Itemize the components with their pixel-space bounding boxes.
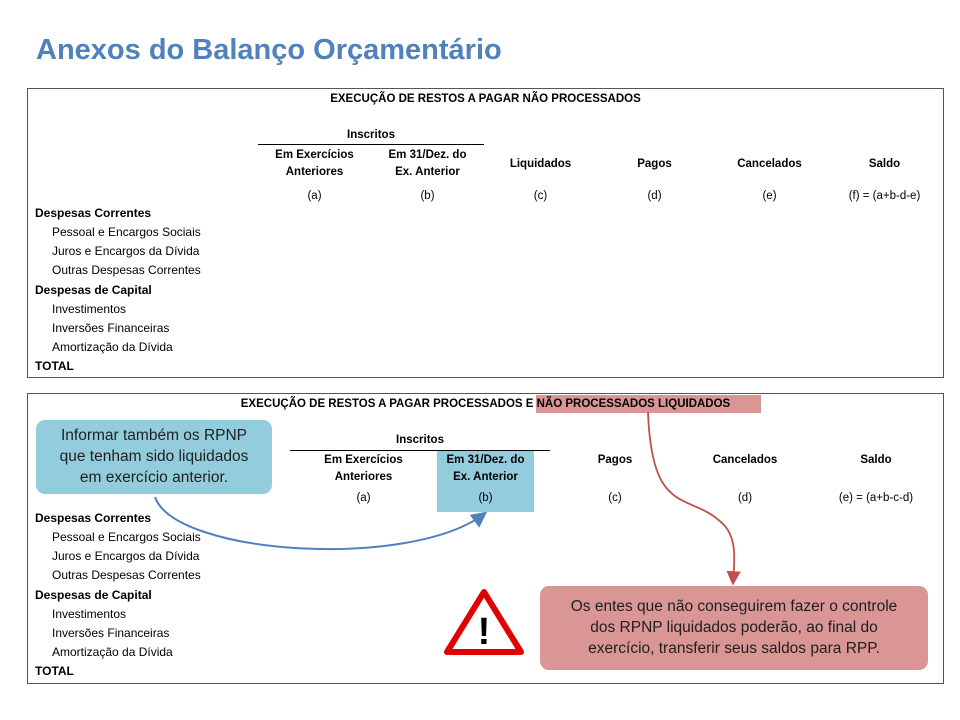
table1-col-d-code: (d): [647, 190, 662, 202]
table2-row: Outras Despesas Correntes: [52, 568, 201, 582]
table1-col-e-code: (e): [762, 190, 777, 202]
table1-row: Inversões Financeiras: [52, 321, 170, 335]
table2-row: Inversões Financeiras: [52, 626, 170, 640]
table2-col-c-code: (c): [608, 492, 622, 504]
table1-row: Pessoal e Encargos Sociais: [52, 225, 201, 239]
table1-row: Investimentos: [52, 302, 127, 316]
table1-row: Despesas Correntes: [35, 206, 152, 220]
table2-group-underline: [290, 450, 550, 451]
table-rp-nao-processados: EXECUÇÃO DE RESTOS A PAGAR NÃO PROCESSAD…: [27, 88, 944, 378]
svg-text:!: !: [478, 611, 491, 653]
table1-row: Amortização da Dívida: [52, 340, 173, 354]
table1-title: EXECUÇÃO DE RESTOS A PAGAR NÃO PROCESSAD…: [330, 93, 641, 105]
page-title: Anexos do Balanço Orçamentário: [36, 34, 502, 66]
table2-title: EXECUÇÃO DE RESTOS A PAGAR PROCESSADOS E…: [240, 398, 731, 410]
warning-icon: !: [444, 589, 524, 655]
table2-col-c-header: Pagos: [597, 454, 633, 466]
table2-col-b-code: (b): [478, 492, 493, 504]
table2-row: Despesas Correntes: [35, 511, 152, 525]
table1-col-c-header: Liquidados: [509, 158, 572, 170]
table2-row: Despesas de Capital: [35, 588, 152, 602]
pink-title-highlight: [536, 395, 761, 413]
table1-col-b-code: (b): [420, 190, 435, 202]
note-pink: Os entes que não conseguirem fazer o con…: [540, 586, 928, 670]
table1-col-a-code: (a): [307, 190, 322, 202]
red-arrow: [647, 411, 741, 586]
table1-col-e-header: Cancelados: [737, 158, 802, 170]
table2-group-header: Inscritos: [396, 434, 444, 446]
table2-col-e-code: (e) = (a+b-c-d): [838, 492, 914, 504]
col-b-highlight: [437, 451, 534, 512]
table2-row-total: TOTAL: [35, 664, 74, 678]
table1-row: Juros e Encargos da Dívida: [52, 244, 200, 258]
table1-row: Outras Despesas Correntes: [52, 263, 201, 277]
table1-col-c-code: (c): [533, 190, 548, 202]
table2-col-d-code: (d): [737, 492, 753, 504]
table1-col-f-code: (f) = (a+b-d-e): [848, 190, 921, 202]
table2-col-a-code: (a): [356, 492, 371, 504]
table1-col-d-header: Pagos: [637, 158, 672, 170]
table2-row: Investimentos: [52, 607, 127, 621]
table2-col-d-header: Cancelados: [712, 454, 778, 466]
table2-row: Amortização da Dívida: [52, 645, 173, 659]
table2-row: Pessoal e Encargos Sociais: [52, 530, 201, 544]
table1-group-header: Inscritos: [347, 129, 395, 141]
note-blue: Informar também os RPNP que tenham sido …: [36, 420, 272, 494]
table1-row-total: TOTAL: [35, 359, 74, 373]
table2-col-e-header: Saldo: [860, 454, 892, 466]
table1-row: Despesas de Capital: [35, 283, 152, 297]
table1-col-f-header: Saldo: [868, 158, 901, 170]
table1-group-underline: [258, 144, 484, 145]
table2-row: Juros e Encargos da Dívida: [52, 549, 200, 563]
blue-arrow: [154, 496, 488, 551]
